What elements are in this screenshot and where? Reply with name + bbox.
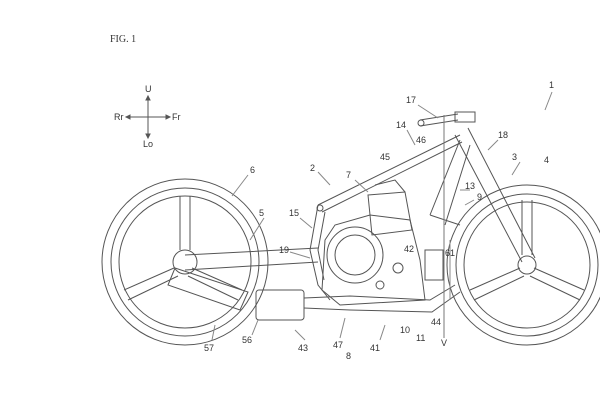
- ref-6: 6: [250, 165, 256, 175]
- ref-61: 61: [445, 248, 456, 258]
- ref-1: 1: [549, 80, 555, 90]
- ref-17: 17: [406, 95, 417, 105]
- ref-42: 42: [404, 244, 415, 254]
- ref-43: 43: [298, 343, 309, 353]
- engine: [321, 179, 444, 306]
- ref-18: 18: [498, 130, 509, 140]
- ref-2: 2: [310, 163, 316, 173]
- ref-44: 44: [431, 317, 442, 327]
- fork-and-handlebar: [417, 111, 536, 263]
- direction-up: U: [145, 84, 152, 94]
- ref-3: 3: [512, 152, 518, 162]
- ref-47: 47: [333, 340, 344, 350]
- ref-41: 41: [370, 343, 381, 353]
- direction-rear: Rr: [114, 112, 124, 122]
- rear-wheel: [101, 178, 269, 346]
- ref-46: 46: [416, 135, 427, 145]
- leader-lines: [211, 91, 553, 341]
- direction-front: Fr: [172, 112, 181, 122]
- direction-arrows-icon: [124, 94, 172, 140]
- ref-11: 11: [416, 333, 426, 343]
- ref-19: 19: [279, 245, 290, 255]
- ref-9: 9: [477, 192, 483, 202]
- ref-15: 15: [289, 208, 300, 218]
- ref-57: 57: [204, 343, 215, 353]
- swing-arm-and-shock: [167, 247, 319, 311]
- figure-label: FIG. 1: [110, 34, 137, 45]
- ref-7: 7: [346, 170, 352, 180]
- ref-45: 45: [380, 152, 391, 162]
- ref-14: 14: [396, 120, 407, 130]
- ref-10: 10: [400, 325, 411, 335]
- ref-v: V: [441, 338, 448, 348]
- frame: [309, 134, 471, 301]
- ref-56: 56: [242, 335, 253, 345]
- exhaust-and-muffler: [255, 284, 461, 321]
- direction-low: Lo: [143, 139, 154, 149]
- ref-5: 5: [259, 208, 265, 218]
- ref-4: 4: [544, 155, 550, 165]
- ref-13: 13: [465, 181, 476, 191]
- front-wheel: [446, 184, 600, 346]
- ref-8: 8: [346, 351, 352, 361]
